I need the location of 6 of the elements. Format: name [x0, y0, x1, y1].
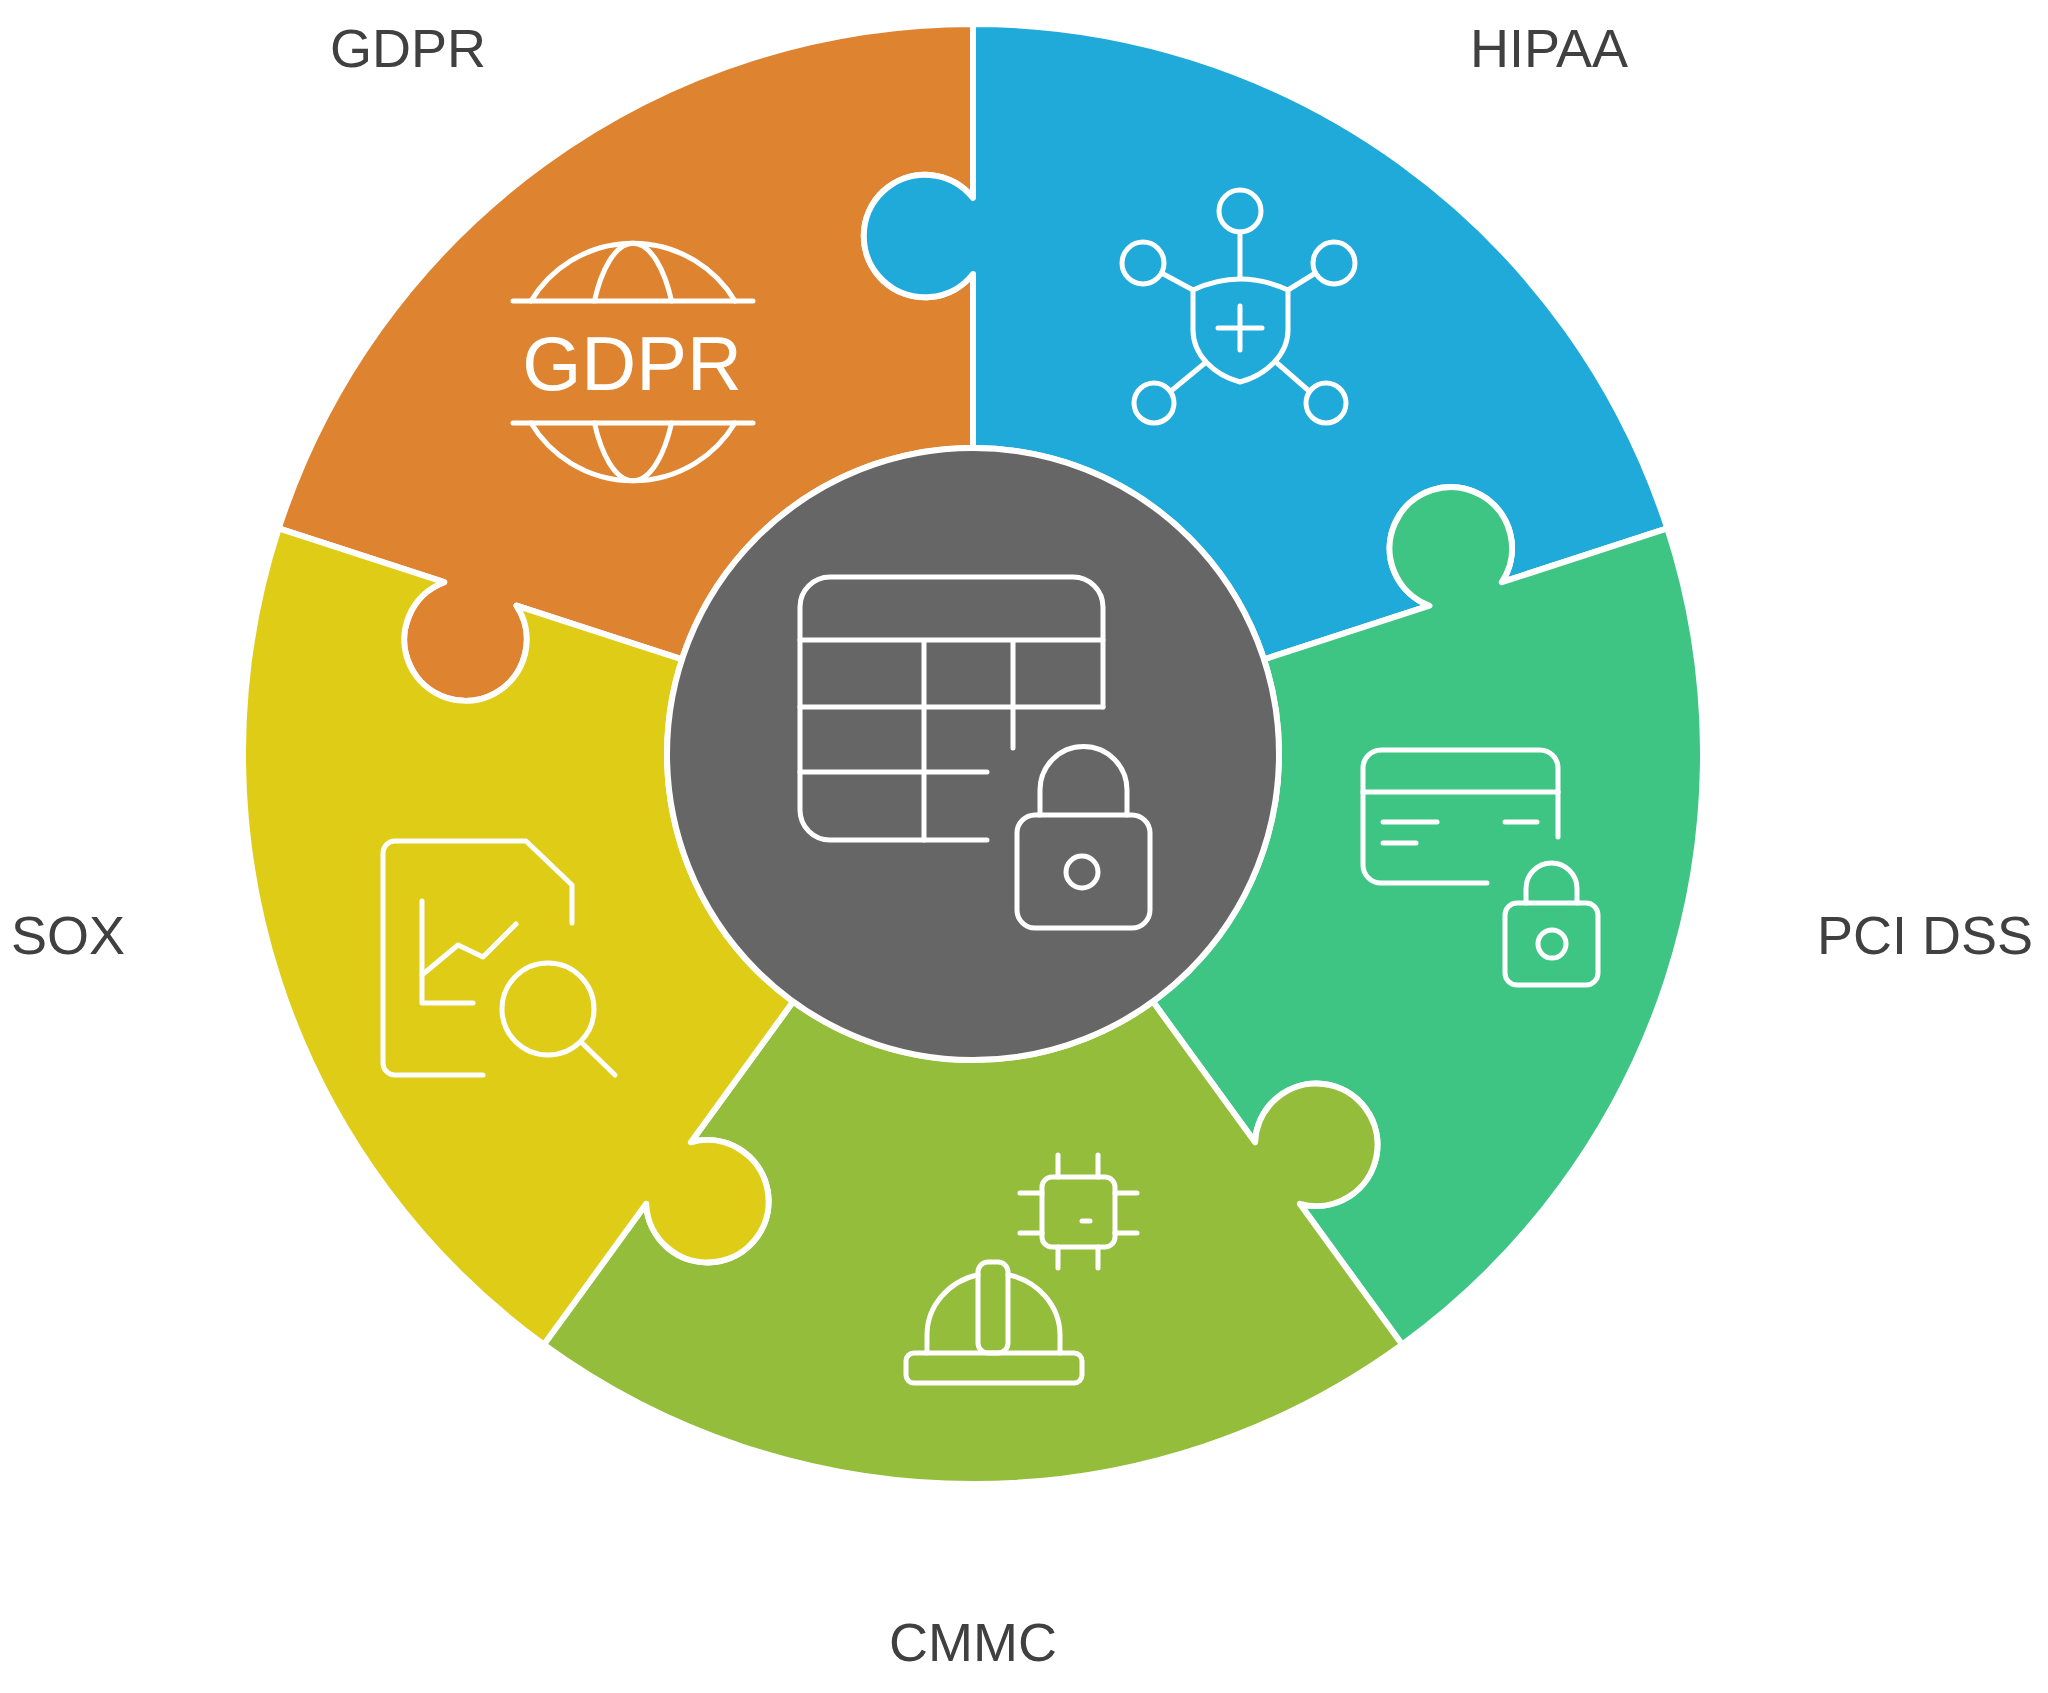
icon-lettering: GDPR: [522, 326, 742, 402]
standard-label: PCI DSS: [1816, 908, 2034, 962]
standard-label: CMMC: [889, 1615, 1057, 1669]
standard-label: GDPR: [330, 21, 486, 75]
standard-label: SOX: [11, 908, 125, 962]
standard-label: HIPAA: [1470, 21, 1628, 75]
